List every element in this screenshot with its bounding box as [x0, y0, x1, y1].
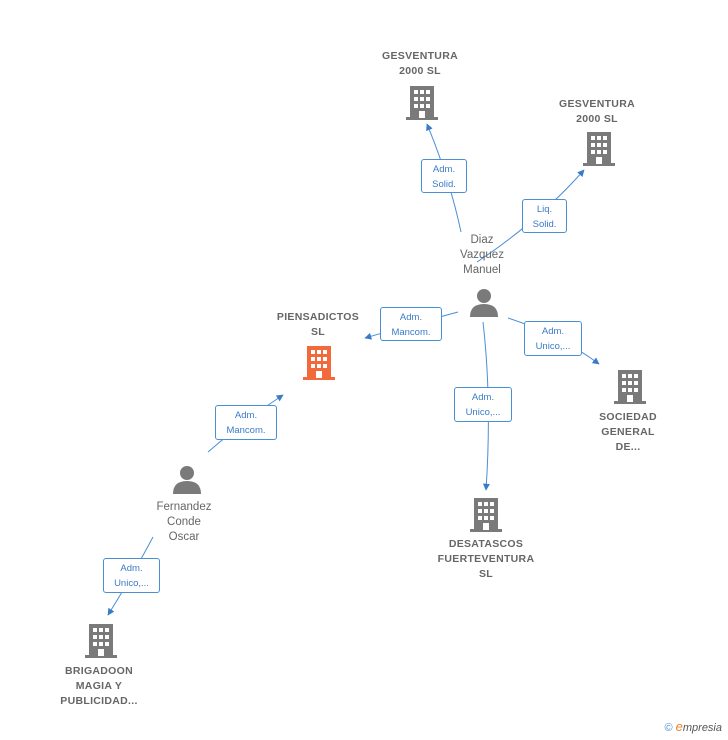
edge-label-diaz-sociedad[interactable]: Adm. Unico,... — [524, 321, 582, 356]
edge-label-fernandez-piensadictos[interactable]: Adm. Mancom. — [215, 405, 277, 440]
building-icon[interactable] — [406, 86, 438, 120]
brand-logo[interactable]: empresia — [675, 719, 722, 734]
node-label-gesventura-b[interactable]: GESVENTURA 2000 SL — [559, 98, 635, 125]
building-icon[interactable] — [85, 624, 117, 658]
building-icon[interactable] — [470, 498, 502, 532]
edge-label-diaz-gesventura-a[interactable]: Adm. Solid. — [421, 159, 467, 193]
node-label-fernandez[interactable]: Fernandez Conde Oscar — [156, 501, 212, 543]
node-label-gesventura-a[interactable]: GESVENTURA 2000 SL — [382, 50, 458, 77]
node-label-sociedad[interactable]: SOCIEDAD GENERAL DE... — [599, 411, 657, 453]
edge-label-diaz-piensadictos[interactable]: Adm. Mancom. — [380, 307, 442, 341]
brand-logo-initial: e — [675, 719, 683, 734]
person-icon[interactable] — [469, 287, 499, 317]
building-icon[interactable] — [583, 132, 615, 166]
copyright-icon: © — [664, 722, 673, 734]
node-label-diaz[interactable]: Diaz Vazquez Manuel — [460, 234, 504, 276]
edge-label-diaz-gesventura-b[interactable]: Liq. Solid. — [522, 199, 567, 233]
node-label-brigadoon[interactable]: BRIGADOON MAGIA Y PUBLICIDAD... — [60, 665, 138, 707]
building-icon-focus[interactable] — [303, 346, 335, 380]
building-icon[interactable] — [614, 370, 646, 404]
brand-logo-text: mpresia — [682, 722, 722, 734]
footer-credit: © empresia — [664, 719, 722, 734]
person-icon[interactable] — [172, 464, 202, 494]
edge-label-diaz-desatascos[interactable]: Adm. Unico,... — [454, 387, 512, 422]
edge-label-fernandez-brigadoon[interactable]: Adm. Unico,... — [103, 558, 160, 593]
node-label-piensadictos[interactable]: PIENSADICTOS SL — [276, 311, 360, 338]
node-label-desatascos[interactable]: DESATASCOS FUERTEVENTURA SL — [437, 538, 535, 580]
